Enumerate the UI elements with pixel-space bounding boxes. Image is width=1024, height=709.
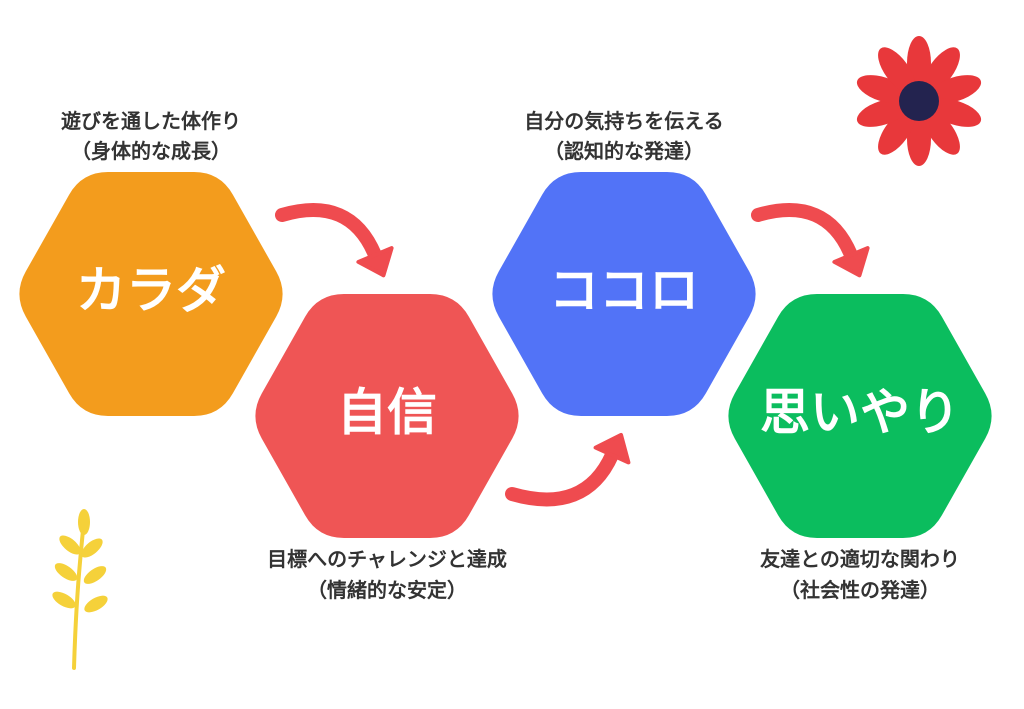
plant-sprig-icon <box>52 509 108 670</box>
flower-petal <box>878 47 916 94</box>
flower-petal <box>929 75 982 104</box>
stage-omoiyari: 思いやり <box>728 294 992 538</box>
caption-jishin-line2: （情緒的な安定） <box>307 578 467 602</box>
stage-karada: カラダ <box>19 172 283 416</box>
plant-leaf <box>78 509 90 535</box>
hexagon-omoiyari <box>728 294 992 538</box>
plant-leaf <box>84 595 108 613</box>
stage-label-jishin: 自信 <box>337 384 437 442</box>
arrow-head <box>356 246 394 278</box>
stage-label-kokoro: ココロ <box>549 262 699 320</box>
hexagon-kokoro <box>492 172 756 416</box>
flower-icon <box>856 36 982 166</box>
plant-leaf <box>83 566 107 584</box>
curved-arrow-icon <box>505 432 631 507</box>
arrow-shaft <box>505 448 619 507</box>
hexagon-jishin <box>255 294 519 538</box>
caption-kokoro-line2: （認知的な発達） <box>544 139 704 163</box>
plant-leaf <box>59 535 81 555</box>
stage-jishin: 自信 <box>255 294 519 538</box>
hexagon-karada <box>19 172 283 416</box>
plant-leaf <box>81 538 103 558</box>
stage-label-karada: カラダ <box>76 262 226 320</box>
stage-kokoro: ココロ <box>492 172 756 416</box>
flower-center <box>899 81 939 121</box>
flower-petal <box>922 47 960 94</box>
flower-petal <box>856 98 909 127</box>
caption-karada-line1: 遊びを通した体作り <box>61 109 241 133</box>
arrow-shaft <box>275 203 382 262</box>
plant-leaf <box>54 563 78 581</box>
stage-label-omoiyari: 思いやり <box>760 384 960 442</box>
flower-petal <box>922 108 960 155</box>
curved-arrow-icon <box>751 203 870 278</box>
flower-petal <box>878 108 916 155</box>
caption-omoiyari-line1: 友達との適切な関わり <box>760 547 960 571</box>
arrow-shaft <box>751 203 858 262</box>
caption-jishin-line1: 目標へのチャレンジと達成 <box>267 547 507 571</box>
caption-omoiyari-line2: （社会性の発達） <box>780 578 940 602</box>
caption-kokoro-line1: 自分の気持ちを伝える <box>524 109 723 133</box>
curved-arrow-icon <box>275 203 394 278</box>
plant-leaf <box>52 591 76 609</box>
arrow-head <box>593 432 631 465</box>
caption-karada-line2: （身体的な成長） <box>71 139 231 163</box>
arrow-head <box>832 246 870 278</box>
